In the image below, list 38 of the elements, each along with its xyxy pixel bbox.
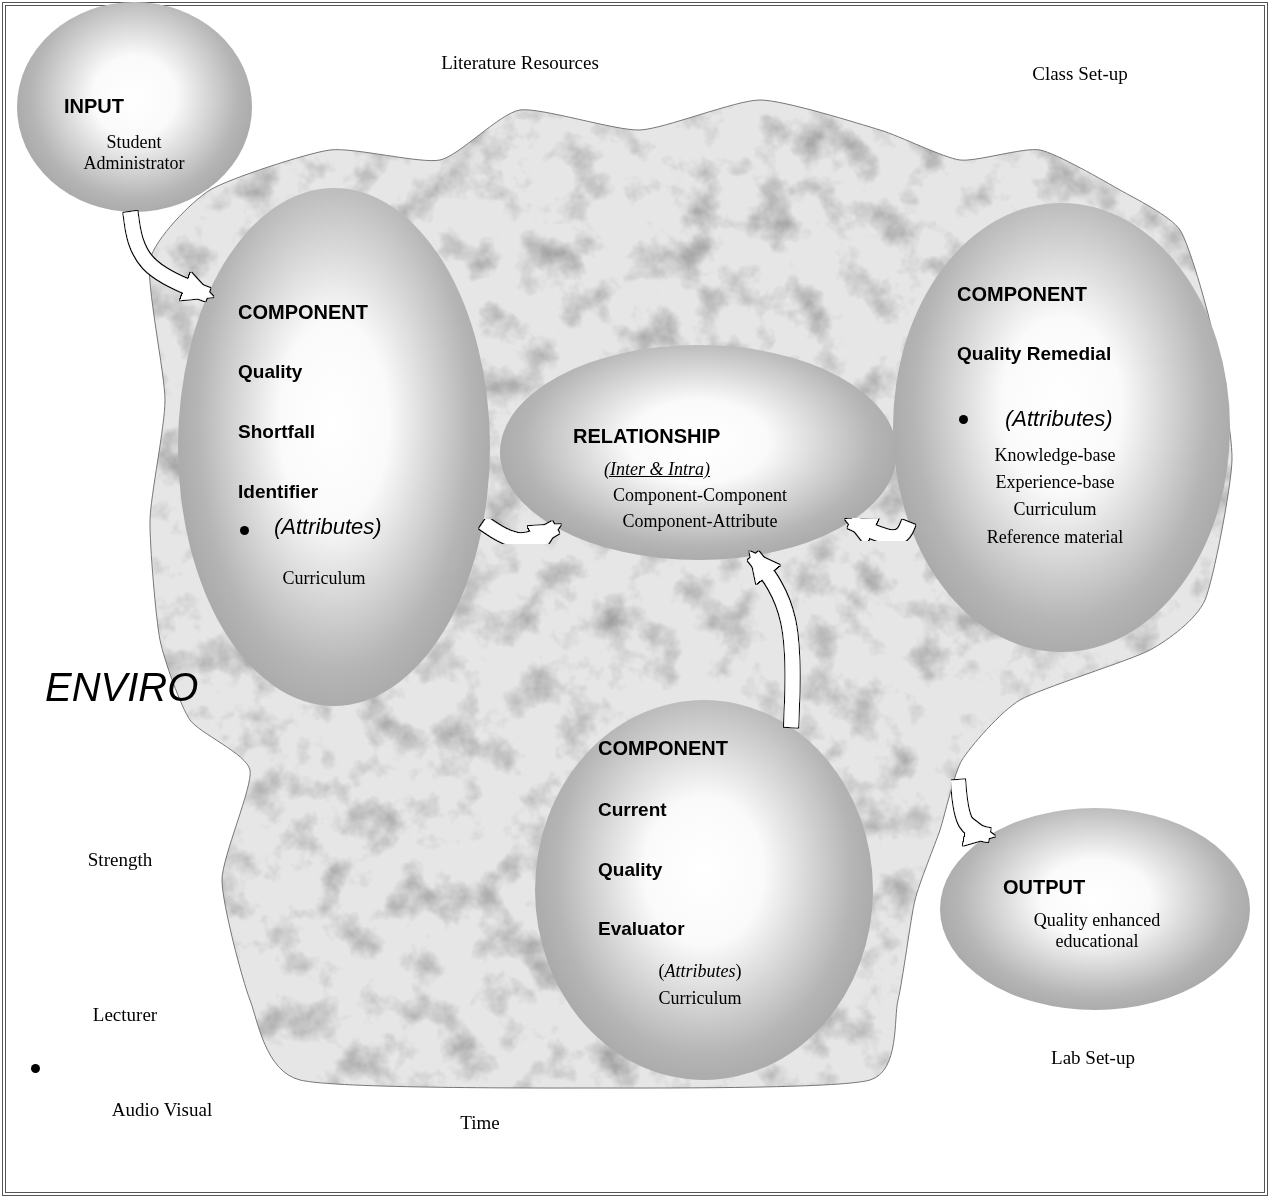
node-title: Quality Remedial [957, 343, 1112, 365]
environment-label: Lecturer [92, 1004, 158, 1026]
environment-label: Time [460, 1112, 500, 1134]
node-text: Curriculum [282, 568, 366, 589]
attributes-heading: (Attributes) [1005, 406, 1113, 432]
node-text: Quality enhanced educational [1032, 910, 1162, 952]
curved-block-arrow [845, 515, 916, 546]
node-text: Curriculum [658, 988, 742, 1009]
node-title: Current [598, 799, 667, 821]
node-title: Shortfall [238, 421, 316, 443]
node-text: Component-Attribute [622, 511, 778, 532]
node-text: Experience-base [995, 472, 1115, 493]
node-title: Evaluator [598, 918, 685, 940]
node-title: Quality [238, 361, 303, 383]
environment-label: Lab Set-up [1051, 1047, 1135, 1069]
node-text: Curriculum [1013, 499, 1097, 520]
environment-label: Audio Visual [111, 1099, 213, 1121]
node-text: Knowledge-base [994, 445, 1116, 466]
node-heading: COMPONENT [957, 283, 1087, 306]
node-heading: OUTPUT [1003, 876, 1086, 899]
curved-block-arrow [747, 551, 800, 728]
environment-label: Literature Resources [441, 52, 599, 74]
node-heading: COMPONENT [598, 737, 728, 760]
environment-label: Class Set-up [1032, 63, 1128, 85]
node-heading: INPUT [64, 95, 124, 118]
region-title: ENVIRO [45, 665, 199, 710]
node-text: Student Administrator [82, 132, 186, 174]
environment-label: Strength [87, 849, 153, 871]
attributes-heading: (Attributes) [274, 514, 382, 540]
node-subheading: (Inter & Intra) [604, 459, 710, 480]
node-heading: COMPONENT [238, 301, 368, 324]
curved-block-arrow [479, 516, 561, 553]
node-title: Quality [598, 859, 663, 881]
node-text: Reference material [986, 527, 1124, 548]
node-title: Identifier [238, 481, 319, 503]
node-text: Component-Component [613, 485, 787, 506]
node-text: (Attributes) [658, 961, 742, 982]
node-heading: RELATIONSHIP [573, 425, 721, 448]
